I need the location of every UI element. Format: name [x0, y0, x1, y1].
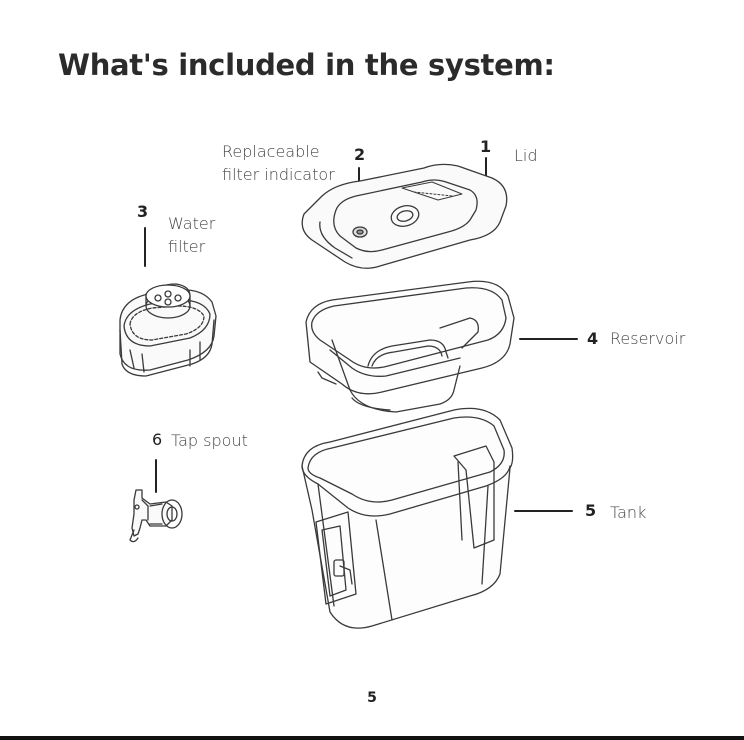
tap-spout-drawing — [130, 490, 182, 542]
bottom-rule — [0, 736, 744, 740]
water-filter-drawing — [120, 284, 216, 376]
lid-drawing — [302, 164, 507, 268]
reservoir-drawing — [306, 281, 514, 412]
page-number: 5 — [0, 690, 744, 706]
tank-drawing — [302, 408, 513, 628]
